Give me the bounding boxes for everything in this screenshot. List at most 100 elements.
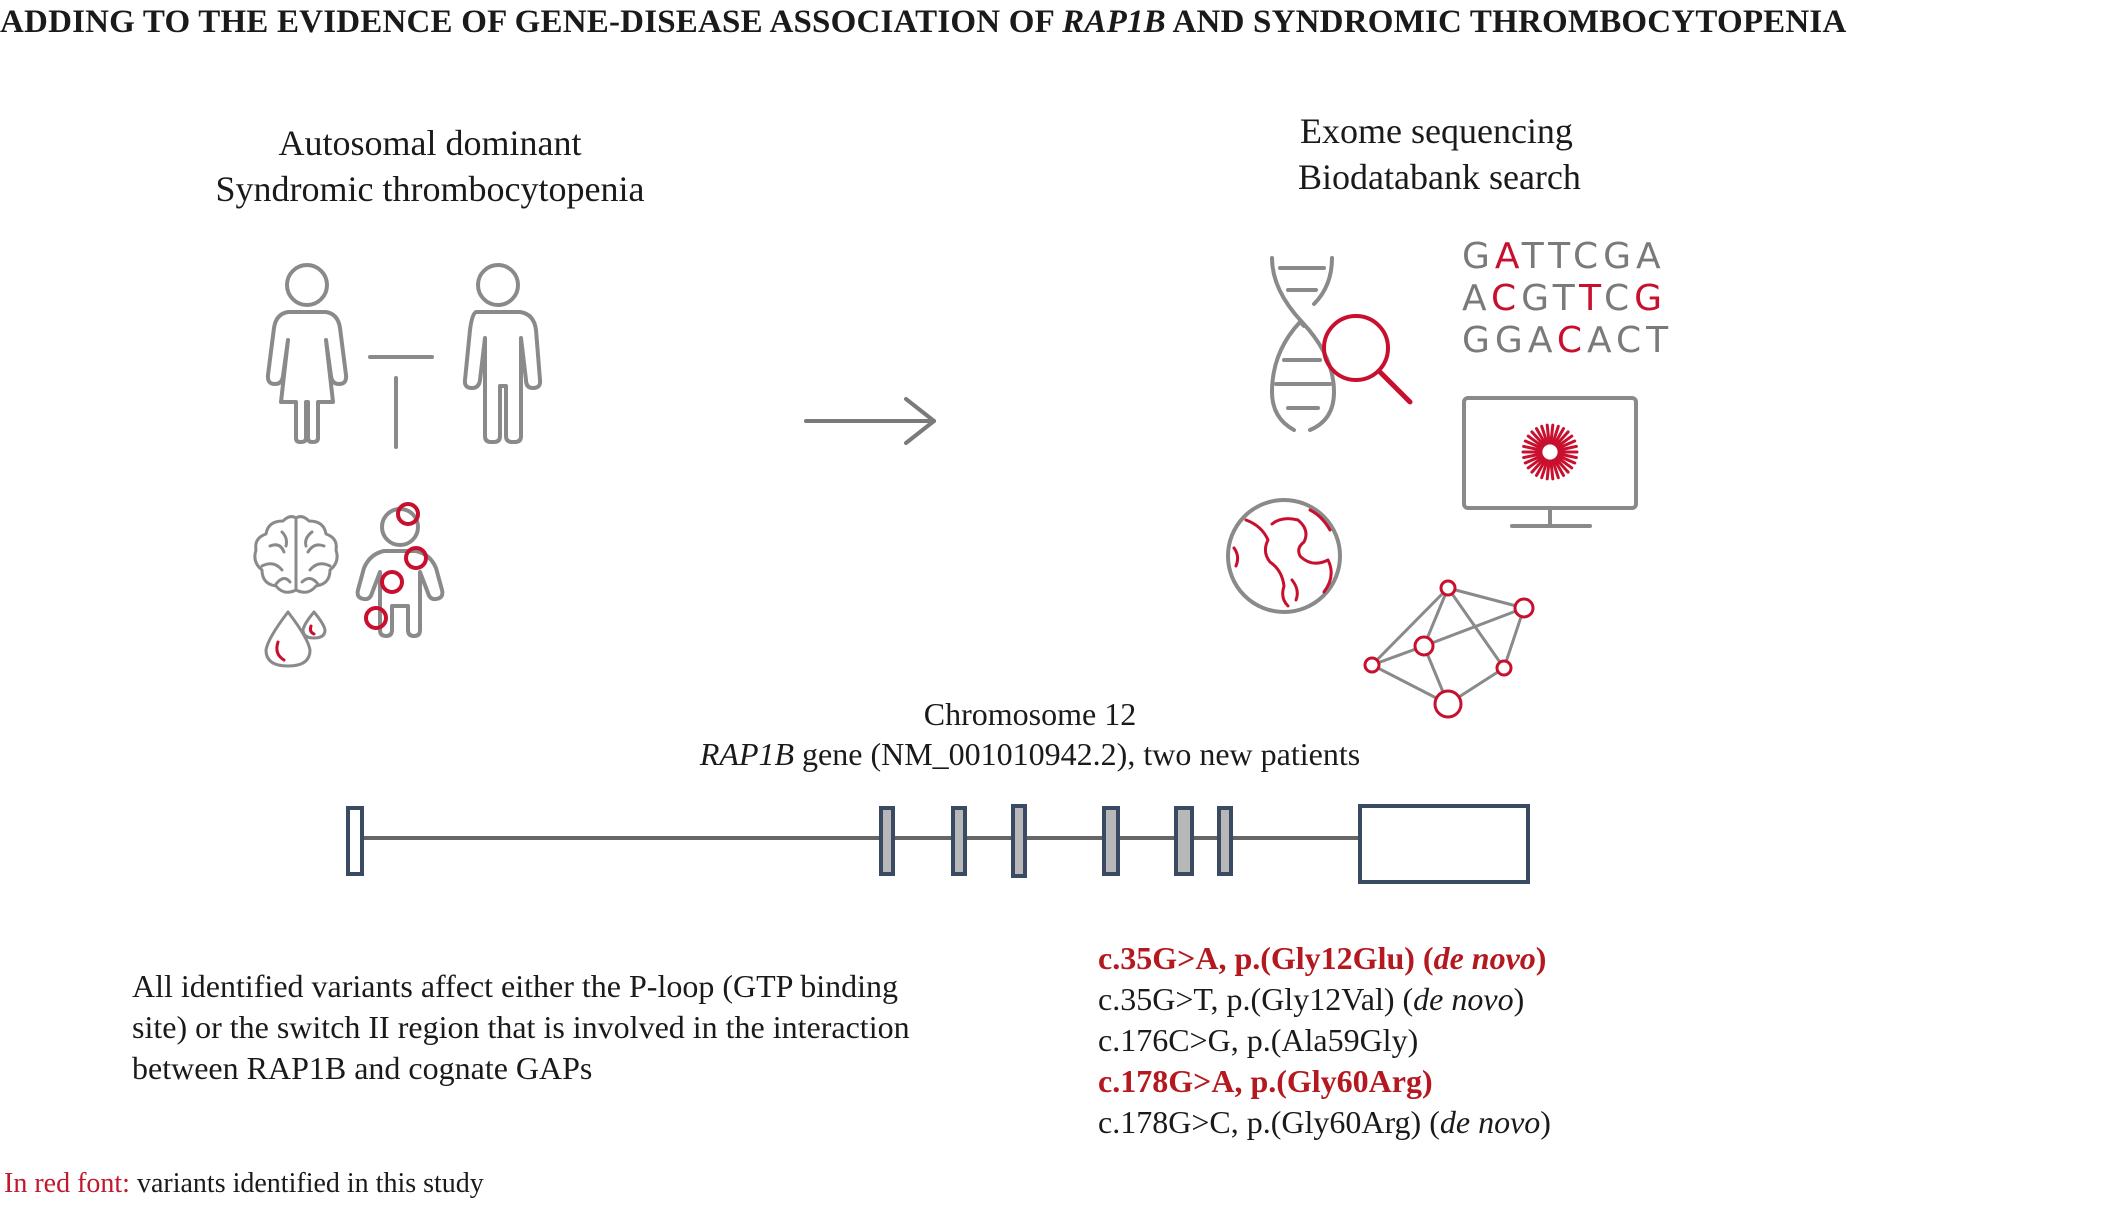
symptom-marker-head xyxy=(396,502,420,526)
variant-inheritance: de novo xyxy=(1413,981,1514,1017)
exon-1 xyxy=(346,806,364,876)
exon-4 xyxy=(1011,804,1027,878)
arrow-right-icon xyxy=(804,397,936,445)
sequence-letter: A xyxy=(1586,320,1616,361)
gene-name-line: RAP1B gene (NM_001010942.2), two new pat… xyxy=(500,734,1560,774)
variant-paren-close: ) xyxy=(1535,940,1547,976)
sequence-letter-highlighted: C xyxy=(1556,320,1587,361)
variant-paren-close: ) xyxy=(1540,1104,1551,1140)
sunburst-ray xyxy=(1522,444,1543,452)
legend-note: In red font: variants identified in this… xyxy=(4,1168,484,1200)
sequence-letter-highlighted: C xyxy=(1491,278,1522,319)
title-gene: RAP1B xyxy=(1062,4,1166,40)
variant-notation: c.178G>C, p.(Gly60Arg) xyxy=(1098,1104,1430,1140)
sequence-letter: T xyxy=(1548,236,1573,277)
sunburst-ray xyxy=(1553,427,1565,446)
sequence-row: GGACACT xyxy=(1462,320,1673,362)
method-label: Exome sequencing Biodatabank search xyxy=(1298,108,1818,200)
variant-item: c.178G>A, p.(Gly60Arg) xyxy=(1098,1061,1738,1102)
variant-notation: c.35G>T, p.(Gly12Val) xyxy=(1098,981,1403,1017)
sequence-row: ACGTTCG xyxy=(1462,278,1673,320)
variant-item: c.35G>A, p.(Gly12Glu) (de novo) xyxy=(1098,938,1738,979)
sunburst-ray xyxy=(1545,459,1551,481)
description-line3: between RAP1B and cognate GAPs xyxy=(132,1050,593,1086)
variant-paren-open: ( xyxy=(1402,981,1414,1017)
sunburst-ray xyxy=(1523,454,1544,465)
chromosome-label: Chromosome 12 xyxy=(923,696,1137,732)
network-nodes xyxy=(1363,579,1535,719)
monitor-icon xyxy=(1462,396,1638,528)
exon-6 xyxy=(1174,806,1194,876)
sunburst-ray xyxy=(1540,424,1549,445)
variant-list: c.35G>A, p.(Gly12Glu) (de novo)c.35G>T, … xyxy=(1098,938,1738,1143)
sequence-letter: G xyxy=(1521,278,1553,319)
variant-item: c.35G>T, p.(Gly12Val) (de novo) xyxy=(1098,979,1738,1020)
sunburst-ray xyxy=(1554,430,1570,447)
sunburst-ray xyxy=(1522,452,1543,460)
method-line2: Biodatabank search xyxy=(1298,157,1581,197)
gene-transcript: gene (NM_001010942.2), two new patients xyxy=(794,736,1361,772)
sequence-letter-highlighted: A xyxy=(1494,236,1522,277)
sunburst-ray xyxy=(1553,458,1565,477)
variant-notation: c.178G>A, p.(Gly60Arg) xyxy=(1098,1063,1433,1099)
sequence-letter: C xyxy=(1604,278,1635,319)
exon-3 xyxy=(951,806,967,876)
gene-name: RAP1B xyxy=(699,736,795,772)
figure-title: ADDING TO THE EVIDENCE OF GENE-DISEASE A… xyxy=(0,4,2128,41)
sunburst-ray xyxy=(1540,459,1549,480)
sequence-letter: G xyxy=(1462,320,1495,361)
variant-paren-close: ) xyxy=(1513,981,1525,1017)
symptom-marker-shoulder xyxy=(404,546,428,570)
sequence-letter: A xyxy=(1527,320,1557,361)
sequence-row: GATTCGA xyxy=(1462,236,1673,278)
sunburst-ray xyxy=(1551,424,1560,445)
symptom-marker-hip xyxy=(364,606,388,630)
variant-paren-open: ( xyxy=(1429,1104,1440,1140)
sunburst-ray xyxy=(1549,459,1555,481)
male-figure-icon xyxy=(462,263,543,444)
sunburst-ray xyxy=(1523,439,1544,450)
variant-notation: c.35G>A, p.(Gly12Glu) xyxy=(1098,940,1423,976)
variant-item: c.176C>G, p.(Ala59Gly) xyxy=(1098,1020,1738,1061)
title-prefix: ADDING TO THE EVIDENCE OF GENE-DISEASE A… xyxy=(0,4,1063,40)
loading-sunburst-icon xyxy=(1521,423,1579,481)
sequence-letter: A xyxy=(1462,278,1491,319)
sunburst-ray xyxy=(1526,455,1545,470)
sunburst-ray xyxy=(1557,452,1578,460)
description-line1: All identified variants affect either th… xyxy=(132,968,899,1004)
description-text: All identified variants affect either th… xyxy=(132,966,1012,1089)
sunburst-ray xyxy=(1551,459,1560,480)
exon-7 xyxy=(1217,806,1233,876)
sequence-letter: G xyxy=(1603,236,1637,277)
legend-red-label: In red font: xyxy=(4,1168,130,1199)
sunburst-ray xyxy=(1555,455,1574,470)
sunburst-ray xyxy=(1530,430,1546,447)
exon-2 xyxy=(879,806,895,876)
symptom-markers xyxy=(364,502,428,630)
variant-paren-open: ( xyxy=(1422,940,1434,976)
sequence-letter-highlighted: G xyxy=(1634,278,1668,319)
brain-icon xyxy=(253,515,339,594)
sunburst-ray xyxy=(1554,457,1570,474)
title-suffix: AND SYNDROMIC THROMBOCYTOPENIA xyxy=(1165,4,1847,40)
sunburst-ray xyxy=(1526,434,1545,449)
sunburst-ray xyxy=(1545,423,1551,445)
sunburst-ray xyxy=(1556,454,1577,465)
child-figure-icon xyxy=(355,507,445,638)
network-icon xyxy=(1370,586,1526,706)
sequence-letter: T xyxy=(1521,236,1549,277)
sequence-letter: G xyxy=(1462,236,1495,277)
sequence-letter: C xyxy=(1573,236,1604,277)
exon-5 xyxy=(1102,806,1120,876)
gene-label: Chromosome 12 RAP1B gene (NM_001010942.2… xyxy=(500,694,1560,774)
sequence-letter: A xyxy=(1636,236,1666,277)
sunburst-ray xyxy=(1549,423,1555,445)
female-figure-icon xyxy=(265,263,349,444)
blood-drops-icon xyxy=(264,610,327,668)
sequence-letter: T xyxy=(1552,278,1580,319)
symptom-marker-chest xyxy=(380,570,404,594)
description-line2: site) or the switch II region that is in… xyxy=(132,1009,910,1045)
sunburst-ray xyxy=(1557,444,1578,452)
